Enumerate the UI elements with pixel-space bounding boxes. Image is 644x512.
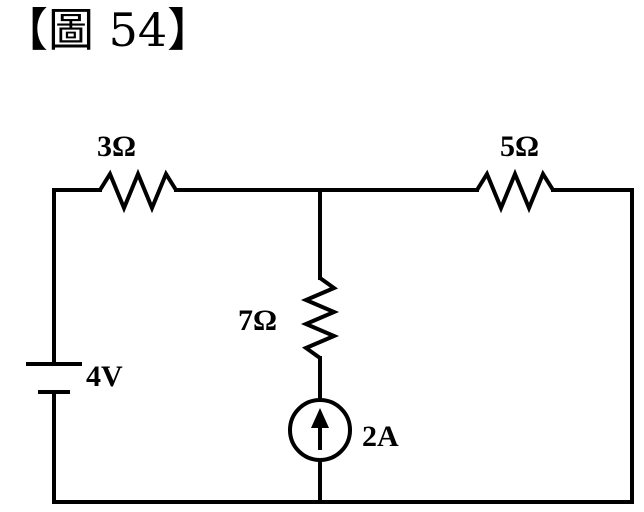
r-top-right-label: 5Ω xyxy=(500,130,539,163)
arrow-up-icon xyxy=(311,408,329,428)
left-wire-top xyxy=(52,188,102,364)
r-middle-label: 7Ω xyxy=(238,304,277,337)
resistor-3-ohm xyxy=(98,168,178,214)
resistor-5-ohm xyxy=(475,168,555,214)
battery-label: 4V xyxy=(86,360,123,393)
current-source-label: 2A xyxy=(362,420,399,453)
figure-label: 【圖 54】 xyxy=(2,3,214,57)
resistor-7-ohm xyxy=(300,276,340,360)
left-wire-bottom xyxy=(52,188,634,504)
r-top-left-label: 3Ω xyxy=(97,130,136,163)
